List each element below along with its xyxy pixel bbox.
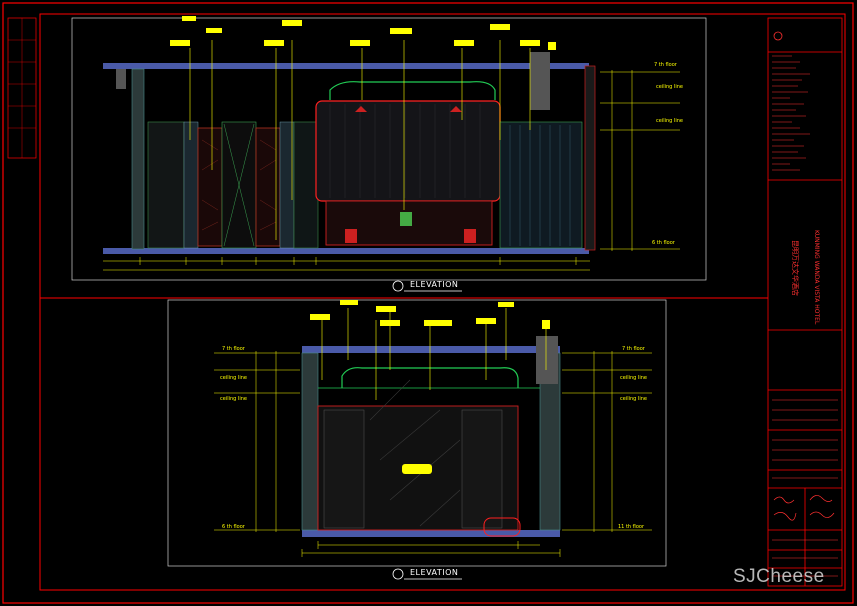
signature-marks [773,495,835,521]
upper-ceiling-slab [103,63,589,69]
lower-level-6th-floor-left: 6 th floor [222,524,245,530]
upper-elevation-title: ELEVATION [410,280,459,289]
upper-headboard [315,100,501,202]
lower-revision-cloud [483,517,521,537]
watermark: SJCheese [733,566,825,587]
upper-dimension-chain [103,257,590,271]
lower-level-11th-floor-right: 11 th floor [618,524,644,530]
lower-level-ceiling-left-2: ceiling line [220,396,247,402]
upper-level-ceiling-2: ceiling line [656,118,683,124]
title-block [767,17,843,587]
upper-view-frame [71,17,707,281]
sheet-inner-frame [39,13,846,591]
lower-elevation-title: ELEVATION [410,568,459,577]
lower-annotation-tags [310,300,550,329]
upper-ceiling-cove [329,81,496,100]
upper-stone-panels [147,121,319,249]
upper-wall-end [584,65,596,251]
lower-level-ceiling-right-2: ceiling line [620,396,647,402]
title-block-fine-lines [772,55,838,577]
company-logo [773,31,783,41]
upper-floor-slab [103,248,589,254]
project-name-cn: 昆明万达文华酒店 [791,240,799,296]
upper-level-ceiling-1: ceiling line [656,84,683,90]
upper-headboard-texture [329,104,481,198]
pendant-light-left [355,106,367,112]
upper-nightstand-right [464,229,476,243]
lower-level-ceiling-left-1: ceiling line [220,375,247,381]
upper-right-wall-texture [509,125,571,246]
upper-beam-left [116,69,126,89]
lower-ceiling-slab [302,346,560,353]
upper-nightstand-left [345,229,357,243]
upper-annotation-tags [170,16,556,50]
project-name-en: KUNMING WANDA VISTA HOTEL [813,230,820,325]
upper-leader-lines [189,40,531,240]
revision-strip-lines [8,18,36,158]
lower-door-left-panel [323,409,365,529]
lower-ceiling-cove [341,367,519,388]
lower-beam-right [536,336,558,384]
upper-level-7th-floor: 7 th floor [654,62,677,68]
lower-dimension-chain [301,541,561,557]
lower-door-right-panel [461,409,503,529]
upper-panel-texture [201,139,277,231]
lower-level-marks [214,351,652,532]
upper-right-wall [499,121,583,249]
lower-level-7th-floor-left: 7 th floor [222,346,245,352]
upper-level-6th-floor: 6 th floor [652,240,675,246]
upper-panel-cross [223,123,255,247]
lower-left-wall [301,352,319,531]
upper-left-column [131,68,145,250]
upper-beam-right [530,52,550,110]
upper-elevation-symbol [392,280,404,292]
upper-lamp-base [400,212,412,226]
lower-elevation-symbol [392,568,404,580]
lower-view-frame [167,299,667,567]
lower-level-ceiling-right-1: ceiling line [620,375,647,381]
lower-door-handle [402,464,432,474]
lower-level-7th-floor-right: 7 th floor [622,346,645,352]
lower-floor-slab [302,530,560,537]
upper-right-level-marks [600,70,680,251]
pendant-light-right [450,106,462,112]
